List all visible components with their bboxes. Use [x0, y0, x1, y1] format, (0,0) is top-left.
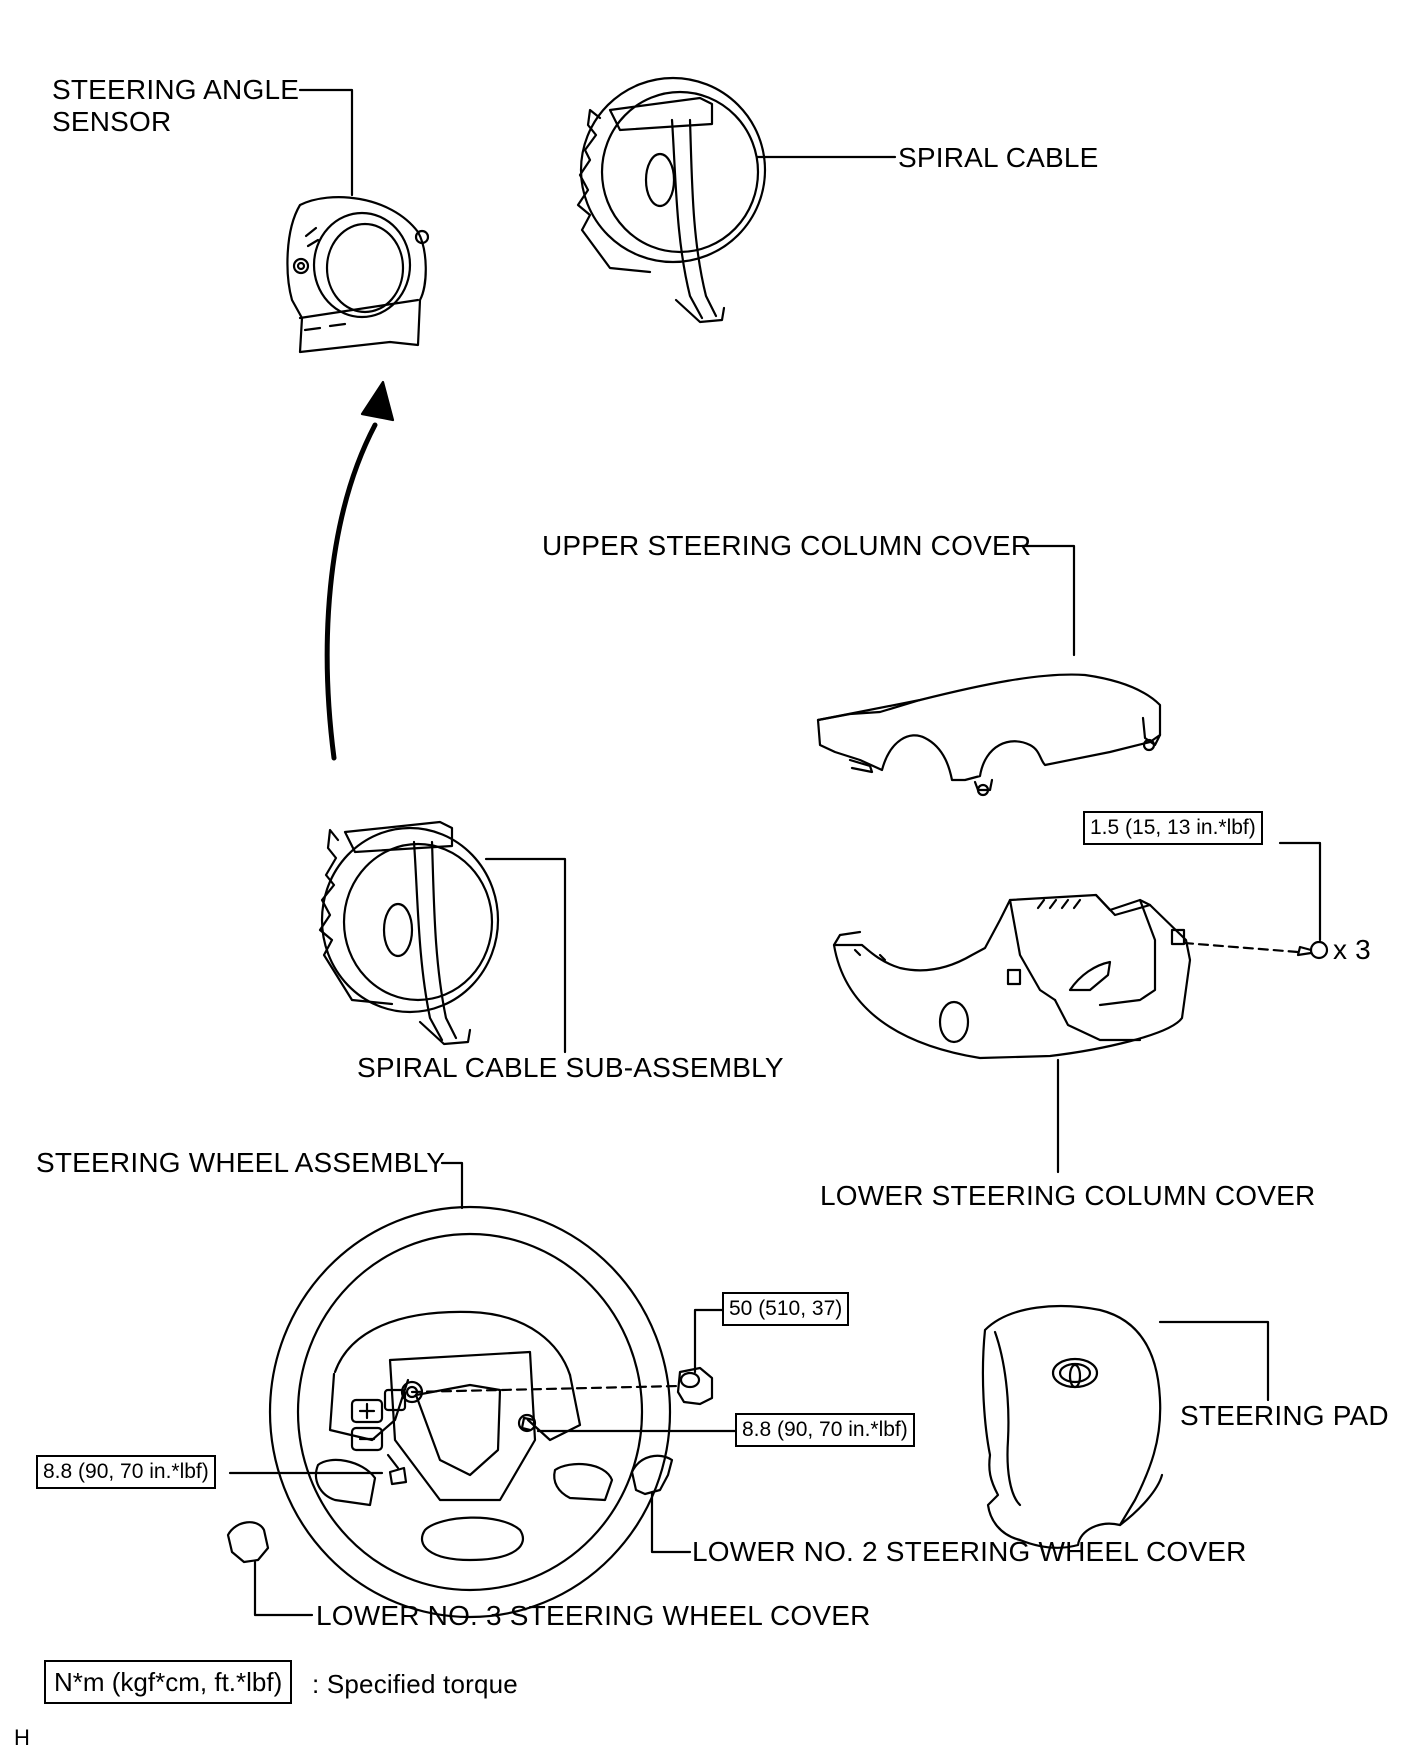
torque-left-screw: 8.8 (90, 70 in.*lbf)	[36, 1455, 216, 1489]
steering-angle-sensor-drawing	[286, 196, 430, 354]
torque-steering-wheel-nut: 50 (510, 37)	[722, 1292, 850, 1326]
leader-lines	[228, 88, 1322, 1617]
dashed-lines	[410, 941, 1300, 1394]
steering-pad-drawing	[981, 1304, 1164, 1549]
lower-no2-cover-drawing	[630, 1454, 674, 1496]
label-steering-angle-sensor-line2: SENSOR	[52, 106, 172, 137]
label-spiral-cable-sub-assembly: SPIRAL CABLE SUB-ASSEMBLY	[357, 1052, 784, 1083]
label-steering-angle-sensor-line1: STEERING ANGLE	[52, 74, 300, 105]
label-quantity: x 3	[1333, 934, 1371, 965]
spiral-cable-top-drawing	[576, 76, 767, 324]
torque-right-screw: 8.8 (90, 70 in.*lbf)	[735, 1413, 915, 1447]
upper-column-cover-drawing	[816, 673, 1162, 797]
label-lower-no3-cover: LOWER NO. 3 STEERING WHEEL COVER	[316, 1600, 871, 1631]
lower-column-cover-drawing	[832, 893, 1192, 1060]
torque-column-cover-screw: 1.5 (15, 13 in.*lbf)	[1083, 811, 1263, 845]
label-lower-column-cover: LOWER STEERING COLUMN COVER	[820, 1180, 1316, 1211]
spiral-cable-sub-assembly-drawing	[318, 820, 500, 1046]
steering-wheel-drawing	[268, 1205, 672, 1619]
lower-no3-cover-drawing	[226, 1521, 270, 1564]
corner-mark: H	[14, 1725, 31, 1750]
curved-arrow	[324, 380, 395, 761]
label-spiral-cable: SPIRAL CABLE	[898, 142, 1099, 173]
legend-description: : Specified torque	[312, 1669, 518, 1699]
label-steering-wheel-assembly: STEERING WHEEL ASSEMBLY	[36, 1147, 446, 1178]
steering-wheel-nut-drawing	[676, 1366, 714, 1406]
label-lower-no2-cover: LOWER NO. 2 STEERING WHEEL COVER	[692, 1536, 1247, 1567]
screw-drawing	[1296, 940, 1329, 960]
label-steering-pad: STEERING PAD	[1180, 1400, 1389, 1431]
legend-unit-box: N*m (kgf*cm, ft.*lbf)	[44, 1660, 293, 1704]
label-upper-column-cover: UPPER STEERING COLUMN COVER	[542, 530, 1032, 561]
